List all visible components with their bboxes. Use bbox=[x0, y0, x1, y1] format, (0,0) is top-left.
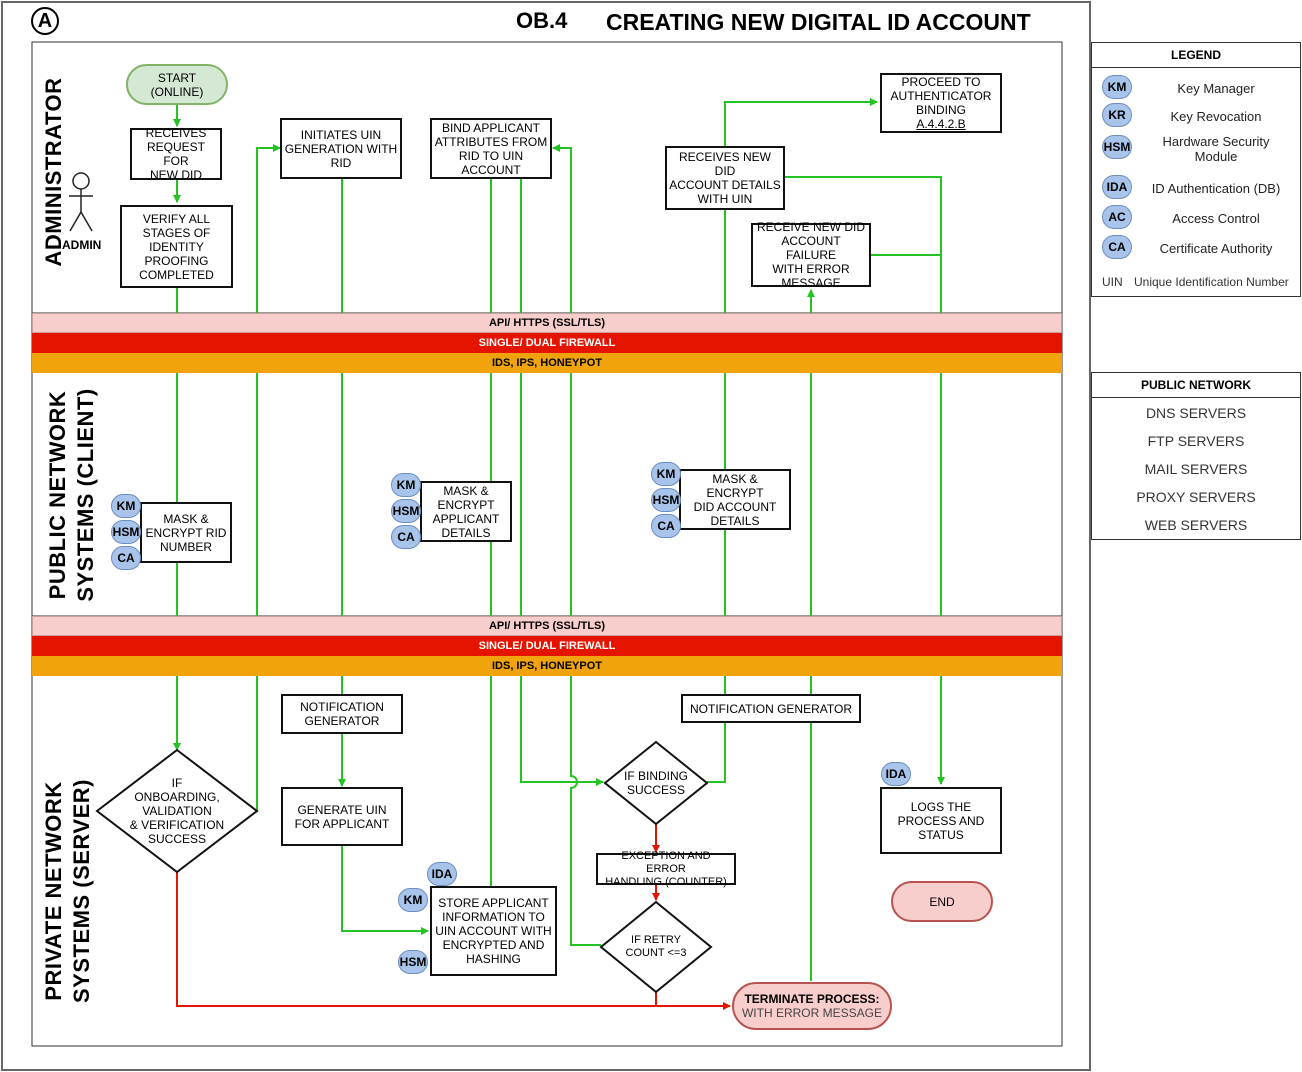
network-item-mail: MAIL SERVERS bbox=[1144, 461, 1248, 477]
ids-band-bottom: IDS, IPS, HONEYPOT bbox=[32, 656, 1062, 676]
legend-title: LEGEND bbox=[1092, 43, 1300, 68]
hsm-badge-applicant: HSM bbox=[391, 499, 421, 523]
lane-label-client: PUBLIC NETWORK SYSTEMS (CLIENT) bbox=[45, 388, 98, 602]
terminate-line1: TERMINATE PROCESS: bbox=[744, 992, 880, 1006]
header-badge: A bbox=[31, 7, 59, 35]
legend-panel: LEGEND KM Key Manager KR Key Revocation … bbox=[1091, 42, 1301, 297]
outer-frame bbox=[1, 1, 1091, 1071]
decision-binding-text: IF BINDING SUCCESS bbox=[623, 769, 688, 797]
firewall-band-bottom: SINGLE/ DUAL FIREWALL bbox=[32, 636, 1062, 656]
exception-box: EXCEPTION AND ERROR HANDLING (COUNTER) bbox=[596, 850, 736, 888]
notification-generator-1: NOTIFICATION GENERATOR bbox=[281, 694, 403, 734]
ida-badge-logs: IDA bbox=[881, 762, 911, 786]
hsm-badge-rid: HSM bbox=[111, 520, 141, 544]
legend-row-hsm: HSM Hardware Security Module bbox=[1092, 134, 1300, 164]
legend-uin-label: Unique Identification Number bbox=[1134, 275, 1289, 289]
logs-box: LOGS THE PROCESS AND STATUS bbox=[880, 787, 1002, 854]
arrow-decision-to-initiate bbox=[256, 144, 281, 812]
legend-row-km: KM Key Manager bbox=[1092, 74, 1300, 100]
start-node: START (ONLINE) bbox=[126, 64, 228, 105]
lanes-frame bbox=[31, 41, 1063, 1047]
legend-uin-abbr: UIN bbox=[1102, 275, 1123, 289]
decision-binding-shape bbox=[603, 740, 709, 826]
decision-onboarding-text: IF ONBOARDING, VALIDATION & VERIFICATION… bbox=[129, 776, 225, 846]
initiates-uin-box: INITIATES UIN GENERATION WITH RID bbox=[280, 118, 402, 179]
admin-actor-icon bbox=[69, 172, 93, 232]
ca-badge-rid: CA bbox=[111, 546, 141, 570]
decision-onboarding-shape bbox=[95, 748, 259, 874]
legend-row-ida: IDA ID Authentication (DB) bbox=[1092, 174, 1300, 200]
public-network-panel: PUBLIC NETWORK DNS SERVERS FTP SERVERS M… bbox=[1091, 372, 1301, 540]
terminate-line2: WITH ERROR MESSAGE bbox=[741, 1006, 882, 1020]
proceed-text: PROCEED TO AUTHENTICATOR BINDING bbox=[890, 75, 992, 117]
legend-ac-icon: AC bbox=[1102, 205, 1132, 229]
arrow-generate-to-store bbox=[341, 845, 429, 935]
notification-generator-2: NOTIFICATION GENERATOR bbox=[681, 694, 861, 723]
network-item-dns: DNS SERVERS bbox=[1145, 405, 1247, 421]
generate-uin-box: GENERATE UIN FOR APPLICANT bbox=[281, 787, 403, 846]
arrow-receive-to-proceed bbox=[724, 98, 878, 148]
arrow-bind-to-binding-check bbox=[520, 178, 604, 786]
legend-hsm-label: Hardware Security Module bbox=[1162, 134, 1270, 164]
diagram-title: CREATING NEW DIGITAL ID ACCOUNT bbox=[606, 9, 1031, 35]
diagram-code: OB.4 bbox=[516, 8, 568, 33]
receives-request-box: RECEIVES REQUEST FOR NEW DID bbox=[130, 126, 222, 182]
public-network-title: PUBLIC NETWORK bbox=[1092, 373, 1300, 398]
bind-attributes-box: BIND APPLICANT ATTRIBUTES FROM RID TO UI… bbox=[430, 118, 552, 179]
arrow-decision-fail bbox=[176, 872, 731, 1010]
ids-band-top: IDS, IPS, HONEYPOT bbox=[32, 353, 1062, 373]
legend-km-label: Key Manager bbox=[1177, 80, 1255, 96]
legend-hsm-icon: HSM bbox=[1102, 135, 1132, 159]
legend-row-ca: CA Certificate Authority bbox=[1092, 234, 1300, 260]
api-band-bottom: API/ HTTPS (SSL/TLS) bbox=[32, 616, 1062, 636]
end-node: END bbox=[891, 881, 993, 922]
firewall-band-top: SINGLE/ DUAL FIREWALL bbox=[32, 333, 1062, 353]
ca-badge-applicant: CA bbox=[391, 525, 421, 549]
store-applicant-box: STORE APPLICANT INFORMATION TO UIN ACCOU… bbox=[430, 886, 557, 976]
actor-label: ADMIN bbox=[62, 238, 102, 252]
km-badge-applicant: KM bbox=[391, 473, 421, 497]
arrow-receive-to-logs bbox=[785, 176, 945, 785]
network-item-ftp: FTP SERVERS bbox=[1147, 433, 1245, 449]
network-item-web: WEB SERVERS bbox=[1144, 517, 1248, 533]
legend-kr-icon: KR bbox=[1102, 103, 1132, 127]
ca-badge-did: CA bbox=[651, 514, 681, 538]
hsm-badge-did: HSM bbox=[651, 488, 681, 512]
proceed-link[interactable]: A.4.4.2.B bbox=[916, 117, 966, 131]
legend-ca-icon: CA bbox=[1102, 235, 1132, 259]
receives-details-box: RECEIVES NEW DID ACCOUNT DETAILS WITH UI… bbox=[665, 146, 785, 210]
header-badge-letter: A bbox=[37, 9, 53, 32]
api-band-top: API/ HTTPS (SSL/TLS) bbox=[32, 313, 1062, 333]
km-badge-store: KM bbox=[398, 888, 428, 912]
legend-ac-label: Access Control bbox=[1172, 210, 1260, 226]
mask-did-box: MASK & ENCRYPT DID ACCOUNT DETAILS bbox=[679, 469, 791, 530]
legend-ida-label: ID Authentication (DB) bbox=[1151, 180, 1281, 196]
verify-box: VERIFY ALL STAGES OF IDENTITY PROOFING C… bbox=[120, 205, 233, 288]
decision-retry-shape bbox=[599, 900, 713, 994]
network-item-proxy: PROXY SERVERS bbox=[1136, 489, 1256, 505]
hsm-badge-store: HSM bbox=[398, 950, 428, 974]
arrow-binding-to-receive bbox=[707, 181, 729, 783]
lane-label-server: PRIVATE NETWORK SYSTEMS (SERVER) bbox=[41, 779, 94, 1003]
decision-retry-text: IF RETRY COUNT <=3 bbox=[625, 934, 687, 959]
terminate-node: TERMINATE PROCESS: WITH ERROR MESSAGE bbox=[732, 982, 892, 1030]
ida-badge-store: IDA bbox=[427, 862, 457, 886]
legend-km-icon: KM bbox=[1102, 75, 1132, 99]
km-badge-did: KM bbox=[651, 462, 681, 486]
arrow-retry-to-bind bbox=[552, 144, 601, 946]
legend-ca-label: Certificate Authority bbox=[1159, 240, 1273, 256]
lane-label-admin: ADMINISTRATOR bbox=[41, 77, 66, 267]
receive-failure-box: RECEIVE NEW DID ACCOUNT FAILURE WITH ERR… bbox=[751, 220, 871, 290]
legend-ida-icon: IDA bbox=[1102, 175, 1132, 199]
mask-rid-box: MASK & ENCRYPT RID NUMBER bbox=[140, 502, 232, 563]
legend-row-kr: KR Key Revocation bbox=[1092, 102, 1300, 128]
mask-applicant-box: MASK & ENCRYPT APPLICANT DETAILS bbox=[420, 481, 512, 542]
legend-kr-label: Key Revocation bbox=[1170, 108, 1262, 124]
legend-row-ac: AC Access Control bbox=[1092, 204, 1300, 230]
km-badge-rid: KM bbox=[111, 494, 141, 518]
proceed-box: PROCEED TO AUTHENTICATOR BINDING A.4.4.2… bbox=[880, 73, 1002, 133]
